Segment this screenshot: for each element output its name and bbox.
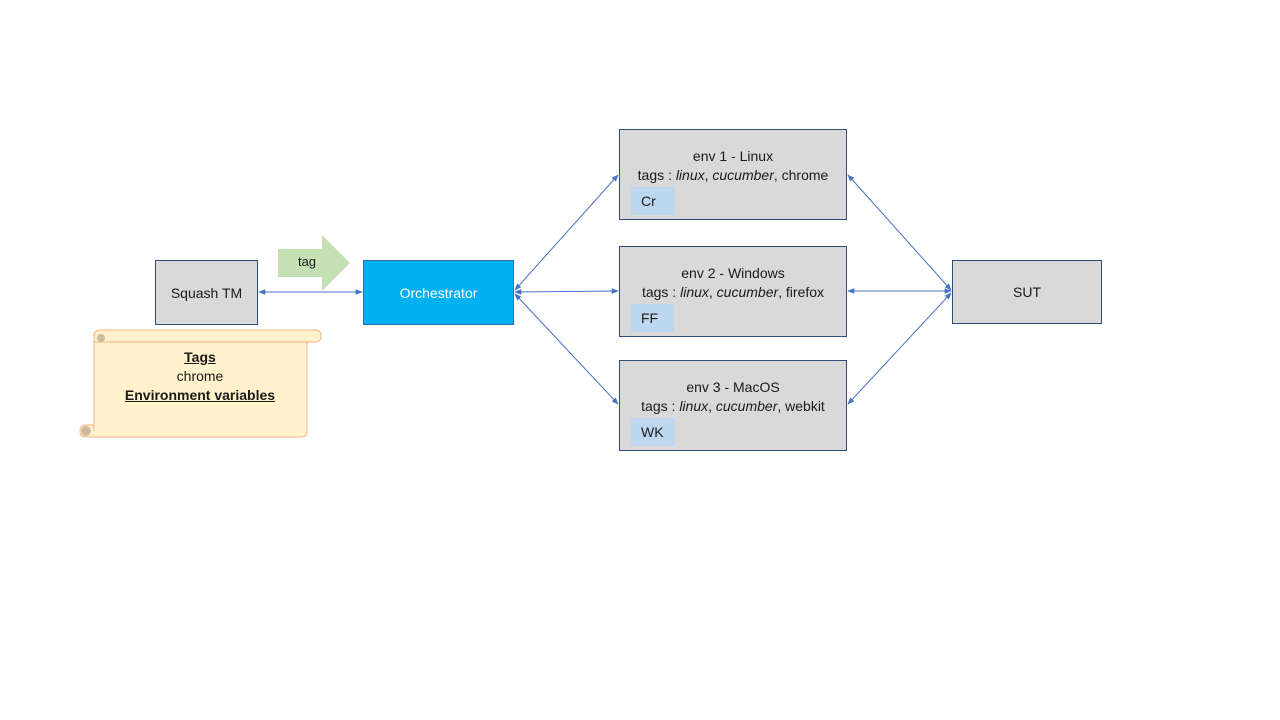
browser-badge: WK	[631, 418, 675, 446]
env-title: env 3 - MacOS	[686, 379, 780, 395]
tag-arrow-label: tag	[297, 254, 317, 269]
env-tags: tags : linux, cucumber, firefox	[641, 284, 825, 300]
edge-env1-sut	[847, 174, 952, 291]
tags-scroll-content: Tags chrome Environment variables	[95, 348, 305, 405]
env-1-node: env 1 - Linux tags : linux, cucumber, ch…	[619, 129, 847, 220]
squash-tm-label: Squash TM	[170, 284, 243, 301]
env-2-node: env 2 - Windows tags : linux, cucumber, …	[619, 246, 847, 337]
edge-orchestrator-env1	[514, 174, 619, 291]
tags-value: chrome	[176, 368, 224, 384]
orchestrator-label: Orchestrator	[399, 284, 478, 301]
env-tags: tags : linux, cucumber, chrome	[637, 167, 829, 183]
squash-tm-node: Squash TM	[155, 260, 258, 325]
env-title: env 2 - Windows	[681, 265, 785, 281]
env-tags: tags : linux, cucumber, webkit	[641, 398, 825, 414]
tag-arrow-shape	[278, 235, 350, 291]
orchestrator-node: Orchestrator	[363, 260, 514, 325]
scroll-shape	[79, 329, 322, 438]
tags-header: Tags	[184, 349, 216, 365]
edge-orchestrator-env3	[514, 293, 619, 405]
sut-node: SUT	[952, 260, 1102, 324]
edge-env3-sut	[847, 292, 952, 405]
env-3-node: env 3 - MacOS tags : linux, cucumber, we…	[619, 360, 847, 451]
browser-badge: Cr	[631, 187, 675, 215]
env-vars-header: Environment variables	[124, 387, 276, 403]
browser-badge: FF	[631, 304, 674, 332]
edge-orchestrator-env2	[514, 288, 619, 295]
sut-label: SUT	[1013, 284, 1041, 300]
env-title: env 1 - Linux	[692, 148, 774, 164]
